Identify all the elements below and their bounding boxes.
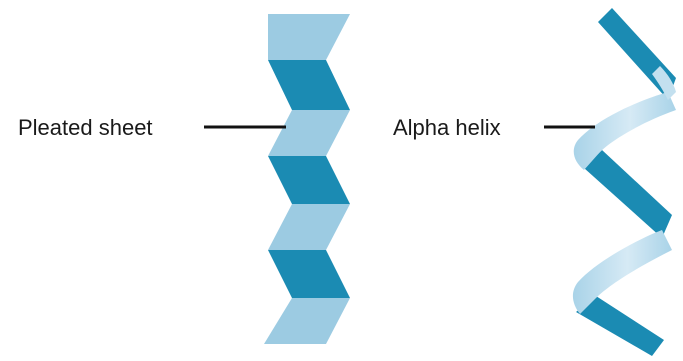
helix-back-strand-2: [584, 150, 672, 238]
sheet-segment-3: [268, 110, 350, 156]
sheet-segment-2: [268, 60, 350, 110]
helix-front-strand-1: [573, 92, 676, 170]
alpha-helix-label: Alpha helix: [393, 115, 501, 140]
helix-back-strand-3: [576, 296, 664, 356]
helix-front-strand-2: [572, 230, 672, 314]
sheet-segment-6: [268, 250, 350, 298]
helix-front-strand-top: [652, 66, 676, 100]
alpha-helix-ribbon: [572, 8, 676, 356]
sheet-segment-7: [264, 298, 350, 344]
sheet-segment-4: [268, 156, 350, 204]
sheet-segment-5: [268, 204, 350, 250]
pleated-sheet-strip: [264, 14, 350, 344]
pleated-sheet-label: Pleated sheet: [18, 115, 153, 140]
sheet-segment-1: [268, 14, 350, 60]
